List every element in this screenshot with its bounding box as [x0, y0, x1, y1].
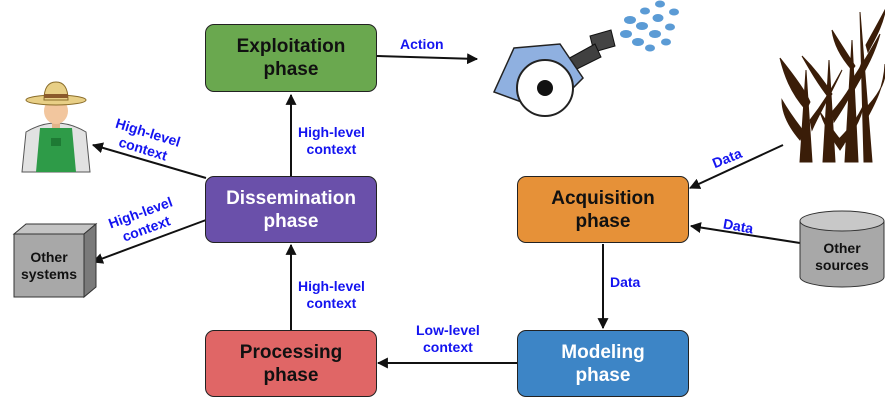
- action-label: Action: [400, 36, 444, 53]
- label-line2: context: [306, 141, 357, 157]
- label-line1: High-level: [298, 278, 365, 294]
- dissemination-to-exploitation-label: High-level context: [298, 124, 365, 158]
- label-line1: High-level: [298, 124, 365, 140]
- label-line1: Other: [30, 249, 68, 265]
- acquisition-phase-line2: phase: [575, 210, 631, 232]
- modeling-phase-box: Modeling phase: [517, 330, 689, 397]
- other-sources-label: Other sources: [800, 240, 884, 274]
- label-line2: systems: [20, 266, 78, 282]
- dissemination-phase-line1: Dissemination: [226, 187, 356, 209]
- other-systems-label: Other systems: [14, 249, 84, 283]
- farmer-icon: [21, 81, 91, 173]
- label-line1: Other: [823, 240, 861, 256]
- other-systems-box: [12, 222, 98, 299]
- dissemination-phase-box: Dissemination phase: [205, 176, 377, 243]
- label-line1: Low-level: [416, 322, 480, 338]
- modeling-phase-line1: Modeling: [561, 341, 645, 363]
- processing-phase-box: Processing phase: [205, 330, 377, 397]
- arrow-crop-to-acquisition: [689, 144, 784, 189]
- processing-phase-line2: phase: [263, 364, 319, 386]
- acquisition-to-modeling-label: Data: [610, 274, 640, 291]
- crop-icon: [779, 8, 885, 163]
- dissemination-phase-line2: phase: [263, 210, 319, 232]
- exploitation-phase-box: Exploitation phase: [205, 24, 377, 92]
- acquisition-phase-line1: Acquisition: [551, 187, 655, 209]
- sprinkler-icon: [492, 0, 679, 117]
- other-sources-cylinder: [799, 210, 885, 288]
- modeling-to-processing-label: Low-level context: [416, 322, 480, 356]
- arrow-dissemination-to-systems: [91, 219, 207, 264]
- arrow-exploitation-to-sprinkler: [376, 53, 479, 65]
- label-text: Data: [610, 274, 641, 290]
- label-line2: context: [423, 339, 473, 355]
- modeling-phase-line2: phase: [575, 364, 631, 386]
- action-label-text: Action: [400, 36, 444, 52]
- exploitation-phase-line2: phase: [263, 59, 319, 80]
- exploitation-phase-line1: Exploitation: [236, 36, 346, 57]
- label-line2: context: [306, 295, 357, 311]
- arrow-dissemination-to-farmer: [91, 142, 207, 179]
- acquisition-phase-box: Acquisition phase: [517, 176, 689, 243]
- arrow-sources-to-acquisition: [689, 222, 801, 244]
- processing-phase-line1: Processing: [239, 341, 343, 363]
- label-line2: sources: [815, 257, 869, 273]
- processing-to-dissemination-label: High-level context: [298, 278, 365, 312]
